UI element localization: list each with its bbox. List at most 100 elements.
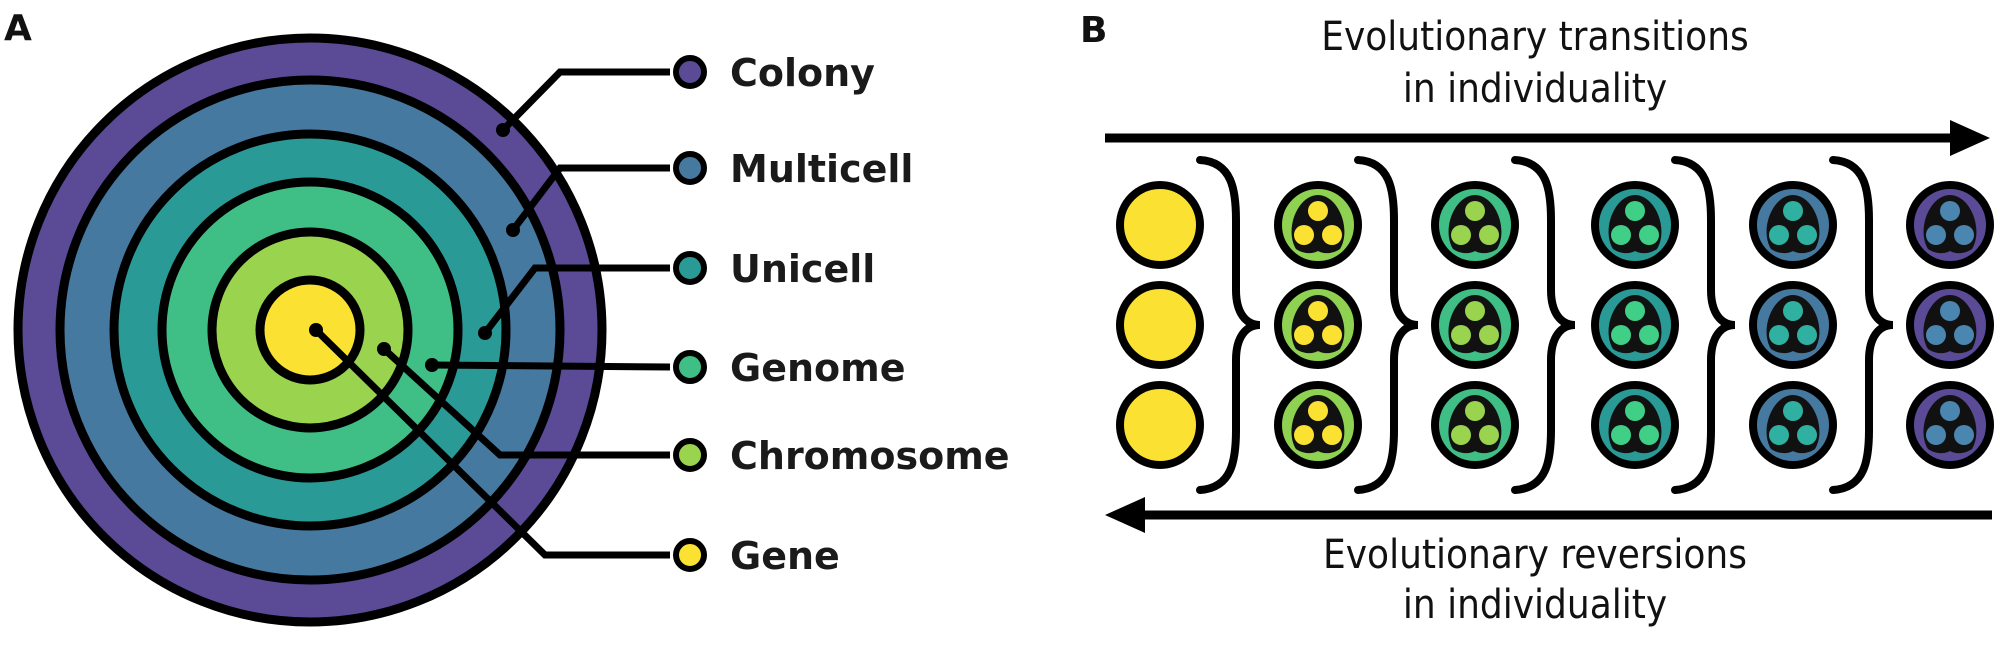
sub-unit: [1308, 201, 1328, 221]
leader-line-chromosome: [381, 346, 670, 459]
stage-4: [1591, 181, 1679, 469]
individual: [1749, 181, 1837, 269]
individual: [1591, 381, 1679, 469]
sub-unit: [1940, 401, 1960, 421]
sub-unit: [1639, 225, 1659, 245]
leader-line-multicell: [510, 164, 670, 233]
sub-unit: [1769, 425, 1789, 445]
legend-marker-chromosome: [673, 438, 707, 472]
legend-label-colony: Colony: [730, 51, 875, 95]
sub-unit: [1797, 325, 1817, 345]
leader-line-unicell: [482, 264, 670, 336]
leader-lines: [309, 68, 671, 559]
individual: [1431, 181, 1519, 269]
stage-1: [1116, 181, 1204, 469]
individual: [1116, 181, 1204, 269]
sub-unit: [1926, 325, 1946, 345]
sub-unit: [1294, 425, 1314, 445]
stage-2: [1274, 181, 1362, 469]
anchor-dot-multicell: [506, 223, 520, 237]
individual: [1431, 281, 1519, 369]
legend-label-chromosome: Chromosome: [730, 434, 1010, 478]
legend-marker-gene: [673, 538, 707, 572]
anchor-dot-genome: [425, 358, 439, 372]
sub-unit: [1308, 301, 1328, 321]
individual: [1906, 181, 1994, 269]
individual-outer: [1116, 181, 1204, 269]
sub-unit: [1308, 401, 1328, 421]
individual: [1431, 381, 1519, 469]
brace-1: [1196, 156, 1261, 494]
brace-4: [1671, 156, 1736, 494]
sub-unit: [1322, 325, 1342, 345]
legend: ColonyMulticellUnicellGenomeChromosomeGe…: [673, 51, 1010, 578]
individual: [1906, 281, 1994, 369]
legend-marker-colony: [673, 55, 707, 89]
individual: [1749, 381, 1837, 469]
sub-unit: [1451, 325, 1471, 345]
arrow-left-icon: [1105, 497, 1145, 533]
sub-unit: [1322, 425, 1342, 445]
transitions-caption-line2: in individuality: [1403, 66, 1667, 112]
panel-a-label: A: [4, 8, 32, 49]
sub-unit: [1479, 325, 1499, 345]
sub-unit: [1954, 225, 1974, 245]
sub-unit: [1451, 225, 1471, 245]
sub-unit: [1294, 325, 1314, 345]
sub-unit: [1954, 325, 1974, 345]
legend-label-multicell: Multicell: [730, 147, 913, 191]
sub-unit: [1940, 301, 1960, 321]
individual-outer: [1116, 281, 1204, 369]
sub-unit: [1479, 225, 1499, 245]
sub-unit: [1625, 301, 1645, 321]
sub-unit: [1611, 325, 1631, 345]
sub-unit: [1465, 401, 1485, 421]
sub-unit: [1783, 201, 1803, 221]
legend-label-unicell: Unicell: [730, 247, 875, 291]
panel-b-label: B: [1080, 10, 1107, 51]
sub-unit: [1451, 425, 1471, 445]
leader-line-gene: [313, 327, 670, 559]
sub-unit: [1639, 325, 1659, 345]
sub-unit: [1479, 425, 1499, 445]
anchor-dot-chromosome: [377, 342, 391, 356]
legend-label-genome: Genome: [730, 346, 906, 390]
sub-unit: [1611, 425, 1631, 445]
individual-outer: [1116, 381, 1204, 469]
legend-label-gene: Gene: [730, 534, 840, 578]
sub-unit: [1465, 201, 1485, 221]
reversions-caption-line1: Evolutionary reversions: [1323, 532, 1747, 578]
sub-unit: [1797, 225, 1817, 245]
individual: [1274, 381, 1362, 469]
stage-3: [1431, 181, 1519, 469]
sub-unit: [1625, 201, 1645, 221]
individual: [1906, 381, 1994, 469]
sub-unit: [1639, 425, 1659, 445]
sub-unit: [1797, 425, 1817, 445]
individual: [1591, 181, 1679, 269]
individual: [1274, 281, 1362, 369]
reversions-arrow: [1105, 497, 1992, 533]
legend-marker-unicell: [673, 251, 707, 285]
anchor-dot-unicell: [478, 326, 492, 340]
brace-5: [1829, 156, 1894, 494]
legend-marker-genome: [673, 350, 707, 384]
transitions-caption-line1: Evolutionary transitions: [1321, 14, 1749, 60]
sub-unit: [1625, 401, 1645, 421]
anchor-dot-gene: [309, 323, 323, 337]
stage-5: [1749, 181, 1837, 469]
reversions-caption-line2: in individuality: [1403, 582, 1667, 628]
stage-6: [1906, 181, 1994, 469]
individual: [1749, 281, 1837, 369]
individual: [1116, 281, 1204, 369]
individual: [1591, 281, 1679, 369]
leader-line-genome: [431, 361, 671, 371]
stages: [1116, 156, 1994, 494]
sub-unit: [1926, 425, 1946, 445]
sub-unit: [1783, 301, 1803, 321]
brace-3: [1511, 156, 1576, 494]
brace-2: [1354, 156, 1419, 494]
individual: [1116, 381, 1204, 469]
sub-unit: [1322, 225, 1342, 245]
anchor-dot-colony: [496, 123, 510, 137]
